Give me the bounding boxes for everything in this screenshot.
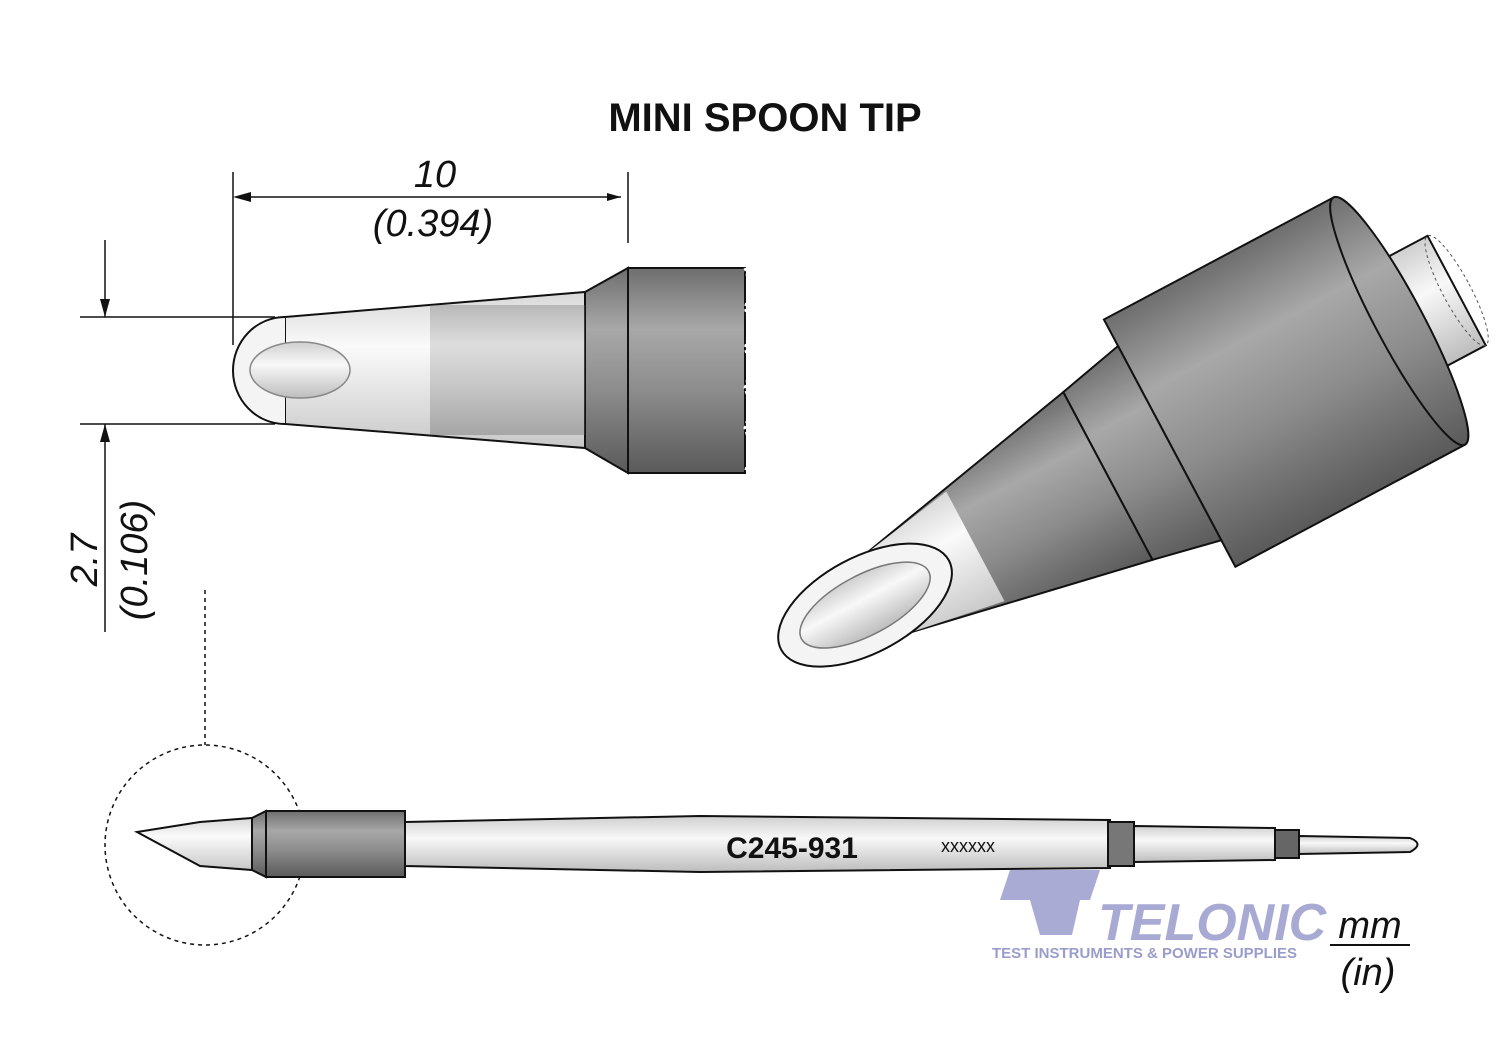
tip-isometric-view <box>777 195 1489 668</box>
units-in: (in) <box>1341 952 1396 994</box>
width-dimension: 2.7 (0.106) <box>64 240 275 632</box>
width-in-label: (0.106) <box>114 500 156 620</box>
units-legend: mm (in) <box>1330 905 1410 994</box>
width-mm-label: 2.7 <box>64 532 106 588</box>
part-number: C245-931 <box>726 832 858 865</box>
logo-tagline: TEST INSTRUMENTS & POWER SUPPLIES <box>992 945 1297 962</box>
length-dimension: 10 (0.394) <box>232 154 629 345</box>
units-mm: mm <box>1338 905 1401 947</box>
logo-name: TELONIC <box>1098 894 1328 952</box>
drawing-title: MINI SPOON TIP <box>608 96 921 140</box>
length-mm-label: 10 <box>414 154 456 196</box>
cartridge-full-view: C245-931 xxxxxx <box>104 590 1419 946</box>
tip-side-view <box>232 266 751 475</box>
telonic-logo: TELONIC TEST INSTRUMENTS & POWER SUPPLIE… <box>992 870 1328 962</box>
lot-code: xxxxxx <box>941 836 995 856</box>
length-in-label: (0.394) <box>373 203 493 245</box>
telonic-logo-mark <box>1000 870 1100 935</box>
